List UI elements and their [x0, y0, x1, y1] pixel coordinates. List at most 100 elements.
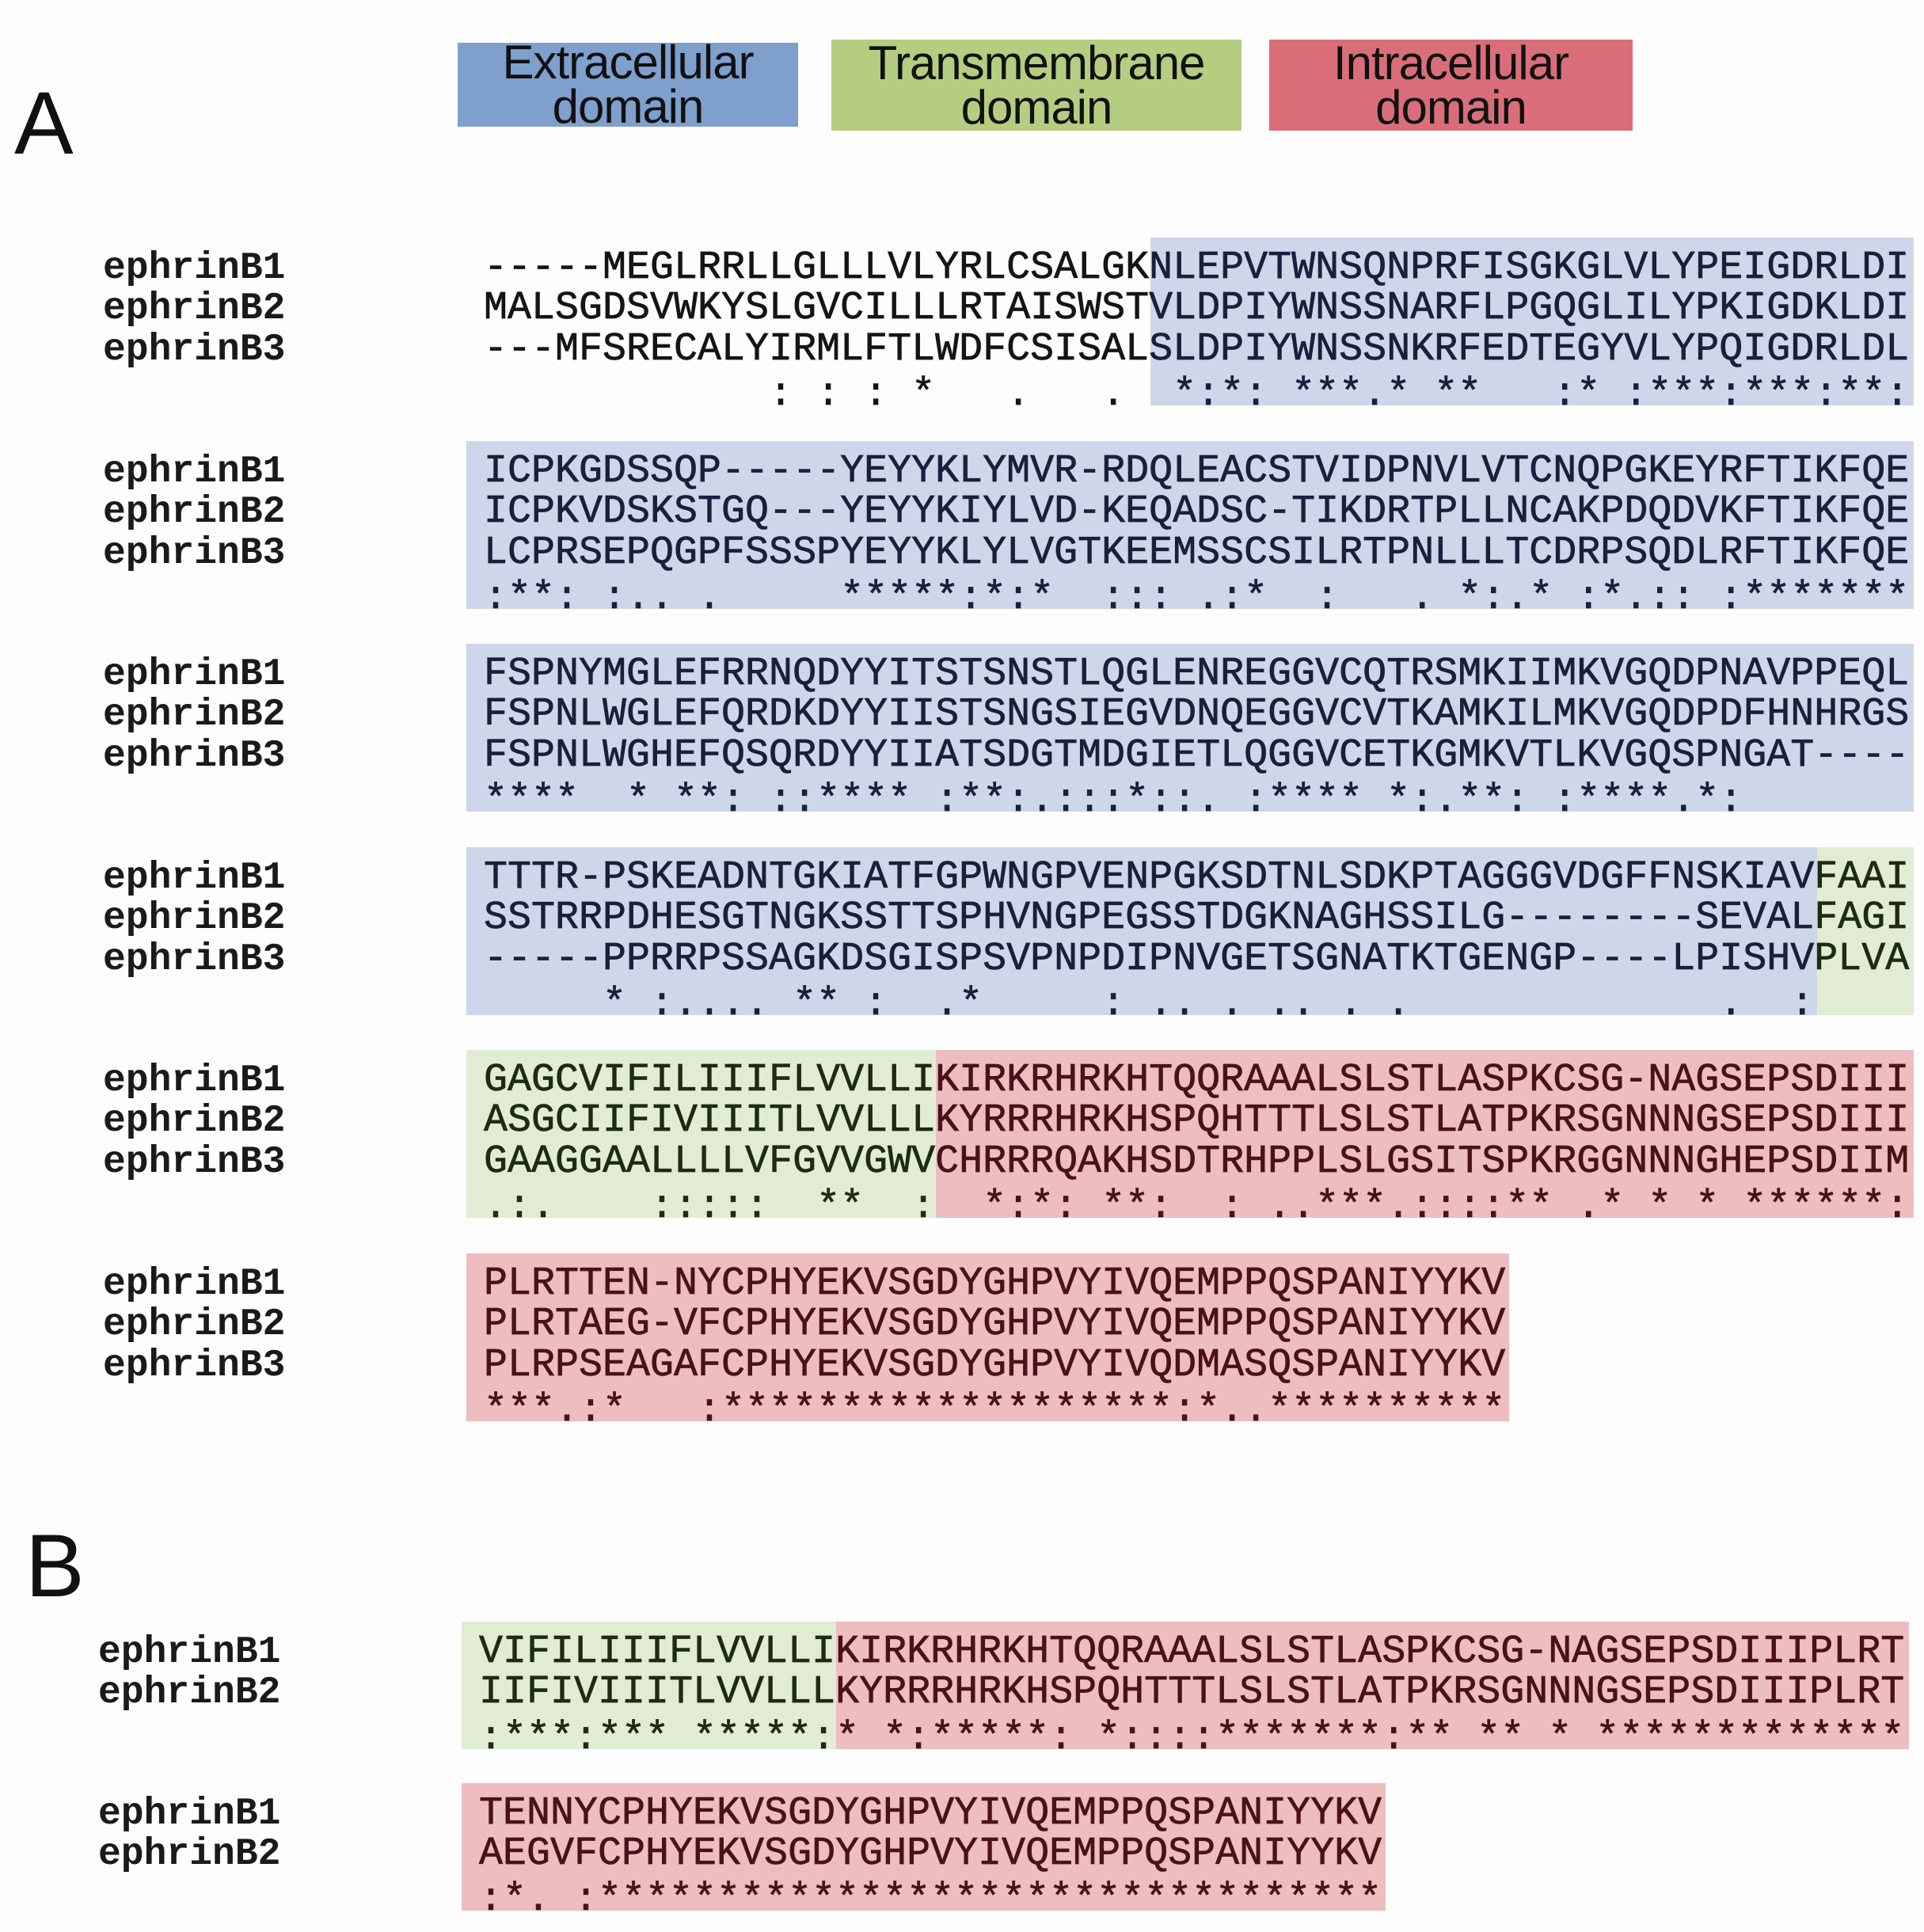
segment-extracellular: -----PPRRPSSAGKDSGISPSVPNPDIPNVGETSGNATK… — [484, 936, 1815, 982]
legend-intracellular-line1: Intracellular — [1333, 36, 1569, 89]
segment-transmembrane: FAGI — [1814, 896, 1910, 941]
segment-extracellular: ICPKVDSKSTGQ---YEYYKIYLVD-KEQADSC-TIKDRT… — [484, 489, 1910, 535]
segment-intracellular: PLRTAEG-VFCPHYEKVSGDYGHPVYIVQEMPPQSPANIY… — [484, 1302, 1506, 1348]
segment-intracellular: :*. :********************************* — [479, 1877, 1382, 1922]
sequence-name: ephrinB2 — [103, 1303, 286, 1347]
sequence-row: TENNYCPHYEKVSGDYGHPVYIVQEMPPQSPANIYYKV — [479, 1793, 1382, 1835]
segment-transmembrane: :***:*** *****: — [479, 1715, 836, 1761]
sequence-row: -----MEGLRRLLGLLLVLYRLCSALGKNLEPVTWNSQNP… — [484, 245, 1910, 291]
segment-none: MALSGDSVWKYSLGVCILLLRTAISWST — [484, 286, 1150, 332]
consensus-row: :*. :********************************* — [479, 1877, 1382, 1922]
sequence-name: ephrinB2 — [103, 897, 286, 941]
legend-extracellular-line1: Extracellular — [502, 36, 754, 89]
sequence-row: FSPNLWGHEFQSQRDYYIIATSDGTMDGIETLQGGVCETK… — [484, 732, 1910, 778]
legend-intracellular-line2: domain — [1375, 80, 1527, 134]
sequence-row: AEGVFCPHYEKVSGDYGHPVYIVQEMPPQSPANIYYKV — [479, 1831, 1382, 1877]
sequence-name: ephrinB1 — [103, 1059, 286, 1102]
sequence-row: ICPKVDSKSTGQ---YEYYKIYLVD-KEQADSC-TIKDRT… — [484, 489, 1910, 535]
sequence-name: ephrinB3 — [103, 531, 286, 575]
segment-intracellular: PLRPSEAGAFCPHYEKVSGDYGHPVYIVQDMASQSPANIY… — [484, 1342, 1506, 1388]
sequence-name: ephrinB2 — [103, 1100, 286, 1143]
segment-extracellular: LCPRSEPQGPFSSSPYEYYKLYLVGTKEEMSSCSILRTPN… — [484, 530, 1910, 576]
segment-transmembrane: GAGCVIFILIIIFLVVLLI — [484, 1058, 936, 1103]
panel-a-label: A — [14, 74, 74, 173]
sequence-name: ephrinB1 — [103, 857, 286, 899]
shade-transmembrane — [466, 1050, 938, 1218]
legend-transmembrane-line1: Transmembrane — [868, 36, 1206, 89]
sequence-row: ICPKGDSSQP-----YEYYKLYMVR-RDQLEACSTVIDPN… — [484, 449, 1910, 494]
segment-intracellular: AEGVFCPHYEKVSGDYGHPVYIVQEMPPQSPANIYYKV — [479, 1831, 1382, 1877]
sequence-row: IIFIVIIITLVVLLLKYRRRHRKHSPQHTTTLSLSTLATP… — [479, 1670, 1905, 1716]
segment-extracellular: TTTR-PSKEADNTGKIATFGPWNGPVENPGKSDTNLSDKP… — [484, 855, 1815, 900]
legend-extracellular-line2: domain — [552, 80, 705, 133]
segment-extracellular: :**: :.. . *****:*:* ::: .:* : . *:.* :*… — [484, 575, 1910, 621]
segment-extracellular: SSTRRPDHESGTNGKSSTTSPHVNGPEGSSTDGKNAGHSS… — [484, 896, 1815, 941]
sequence-name: ephrinB1 — [98, 1793, 281, 1835]
sequence-name: ephrinB1 — [103, 451, 286, 493]
sequence-row: TTTR-PSKEADNTGKIATFGPWNGPVENPGKSDTNLSDKP… — [484, 855, 1910, 900]
shade-intracellular — [836, 1622, 1910, 1749]
sequence-row: SSTRRPDHESGTNGKSSTTSPHVNGPEGSSTDGKNAGHSS… — [484, 896, 1910, 941]
segment-transmembrane: IIFIVIIITLVVLLL — [479, 1670, 836, 1716]
consensus-row: :***:*** *****:* *:*****: *::::*******:*… — [479, 1715, 1905, 1761]
sequence-name: ephrinB1 — [103, 247, 286, 290]
segment-intracellular: * *:*****: *::::*******:** ** * ********… — [835, 1715, 1905, 1761]
segment-none: : : : * . . — [484, 371, 1150, 417]
shade-transmembrane — [462, 1622, 838, 1749]
consensus-row: :**: :.. . *****:*:* ::: .:* : . *:.* :*… — [484, 575, 1910, 621]
shade-intracellular — [466, 1253, 1509, 1421]
segment-intracellular: *:*: **: : ..***.::::** .* * * ******: — [935, 1184, 1910, 1230]
sequence-row: VIFILIIIFLVVLLIKIRKRHRKHTQQRAAALSLSTLASP… — [479, 1630, 1905, 1675]
consensus-row: * :.... ** : .* : .. . .. . . . : — [484, 981, 1815, 1027]
consensus-row: ***.:* :*******************:*..*********… — [484, 1390, 1506, 1432]
legend-intracellular: Intracellular domain — [1269, 36, 1633, 134]
segment-none: ---MFSRECALYIRMLFTLWDFCSISAL — [484, 326, 1150, 372]
segment-intracellular: KIRKRHRKHTQQRAAALSLSTLASPKCSG-NAGSEPSDII… — [935, 1058, 1910, 1103]
segment-transmembrane: ASGCIIFIVIIITLVVLLL — [484, 1098, 936, 1144]
legend-transmembrane-line2: domain — [960, 80, 1113, 134]
segment-extracellular: FSPNLWGHEFQSQRDYYIIATSDGTMDGIETLQGGVCETK… — [484, 732, 1910, 778]
segment-none: -----MEGLRRLLGLLLVLYRLCSALGK — [484, 245, 1150, 291]
sequence-name: ephrinB2 — [103, 287, 286, 331]
shade-intracellular — [462, 1783, 1386, 1911]
segment-intracellular: CHRRRQAKHSDTRHPPLSLGSITSPKRGGNNNGHEPSDII… — [935, 1139, 1910, 1185]
segment-transmembrane: .:. ::::: ** : — [484, 1184, 936, 1230]
segment-transmembrane: VIFILIIIFLVVLLI — [479, 1630, 836, 1675]
segment-transmembrane: FAAI — [1814, 855, 1910, 900]
segment-extracellular: NLEPVTWNSQNPRFISGKGLVLYPEIGDRLDI — [1149, 245, 1910, 291]
segment-transmembrane: GAAGGAALLLLVFGVVGWV — [484, 1139, 936, 1185]
sequence-name: ephrinB3 — [103, 734, 286, 778]
panel-b-label: B — [25, 1516, 85, 1615]
sequence-name: ephrinB3 — [103, 328, 286, 371]
sequence-row: FSPNYMGLEFRRNQDYYITSTSNSTLQGLENREGGVCQTR… — [484, 652, 1910, 697]
segment-extracellular: FSPNYMGLEFRRNQDYYITSTSNSTLQGLENREGGVCQTR… — [484, 652, 1910, 697]
sequence-name: ephrinB3 — [103, 1140, 286, 1184]
segment-transmembrane: PLVA — [1814, 936, 1910, 982]
sequence-row: ASGCIIFIVIIITLVVLLLKYRRRHRKHSPQHTTTLSLST… — [484, 1098, 1910, 1144]
shade-extracellular — [466, 847, 1819, 1015]
sequence-name: ephrinB2 — [98, 1671, 281, 1715]
segment-intracellular: KYRRRHRKHSPQHTTTLSLSTLATPKRSGNNNGSEPSDII… — [835, 1670, 1905, 1716]
segment-extracellular: ICPKGDSSQP-----YEYYKLYMVR-RDQLEACSTVIDPN… — [484, 449, 1910, 494]
sequence-row: PLRTTEN-NYCPHYEKVSGDYGHPVYIVQEMPPQSPANIY… — [484, 1261, 1506, 1306]
sequence-row: ---MFSRECALYIRMLFTLWDFCSISALSLDPIYWNSSNK… — [484, 326, 1910, 372]
shade-transmembrane — [1816, 847, 1914, 1015]
segment-extracellular: *:*: ***.* ** :* :***:***:**: — [1149, 371, 1910, 417]
segment-intracellular: TENNYCPHYEKVSGDYGHPVYIVQEMPPQSPANIYYKV — [479, 1791, 1382, 1836]
consensus-row: **** * **: ::**** :**:.:::*::. :**** *:.… — [484, 780, 1743, 822]
sequence-name: ephrinB1 — [103, 653, 286, 696]
sequence-row: GAGCVIFILIIIFLVVLLIKIRKRHRKHTQQRAAALSLST… — [484, 1058, 1910, 1103]
segment-extracellular: SLDPIYWNSSNKRFEDTEGYVLYPQIGDRLDL — [1149, 326, 1910, 372]
segment-intracellular: PLRTTEN-NYCPHYEKVSGDYGHPVYIVQEMPPQSPANIY… — [484, 1261, 1506, 1306]
sequence-row: LCPRSEPQGPFSSSPYEYYKLYLVGTKEEMSSCSILRTPN… — [484, 530, 1910, 576]
sequence-name: ephrinB2 — [103, 694, 286, 737]
sequence-name: ephrinB1 — [103, 1263, 286, 1306]
sequence-name: ephrinB3 — [103, 937, 286, 981]
segment-extracellular: * :.... ** : .* : .. . .. . . . : — [484, 981, 1815, 1027]
sequence-name: ephrinB2 — [103, 491, 286, 534]
sequence-row: PLRPSEAGAFCPHYEKVSGDYGHPVYIVQDMASQSPANIY… — [484, 1342, 1506, 1388]
segment-intracellular: KIRKRHRKHTQQRAAALSLSTLASPKCSG-NAGSEPSDII… — [835, 1630, 1905, 1675]
sequence-row: -----PPRRPSSAGKDSGISPSVPNPDIPNVGETSGNATK… — [484, 936, 1910, 982]
legend-extracellular: Extracellular domain — [458, 36, 798, 133]
sequence-row: MALSGDSVWKYSLGVCILLLRTAISWSTVLDPIYWNSSNA… — [484, 286, 1910, 332]
